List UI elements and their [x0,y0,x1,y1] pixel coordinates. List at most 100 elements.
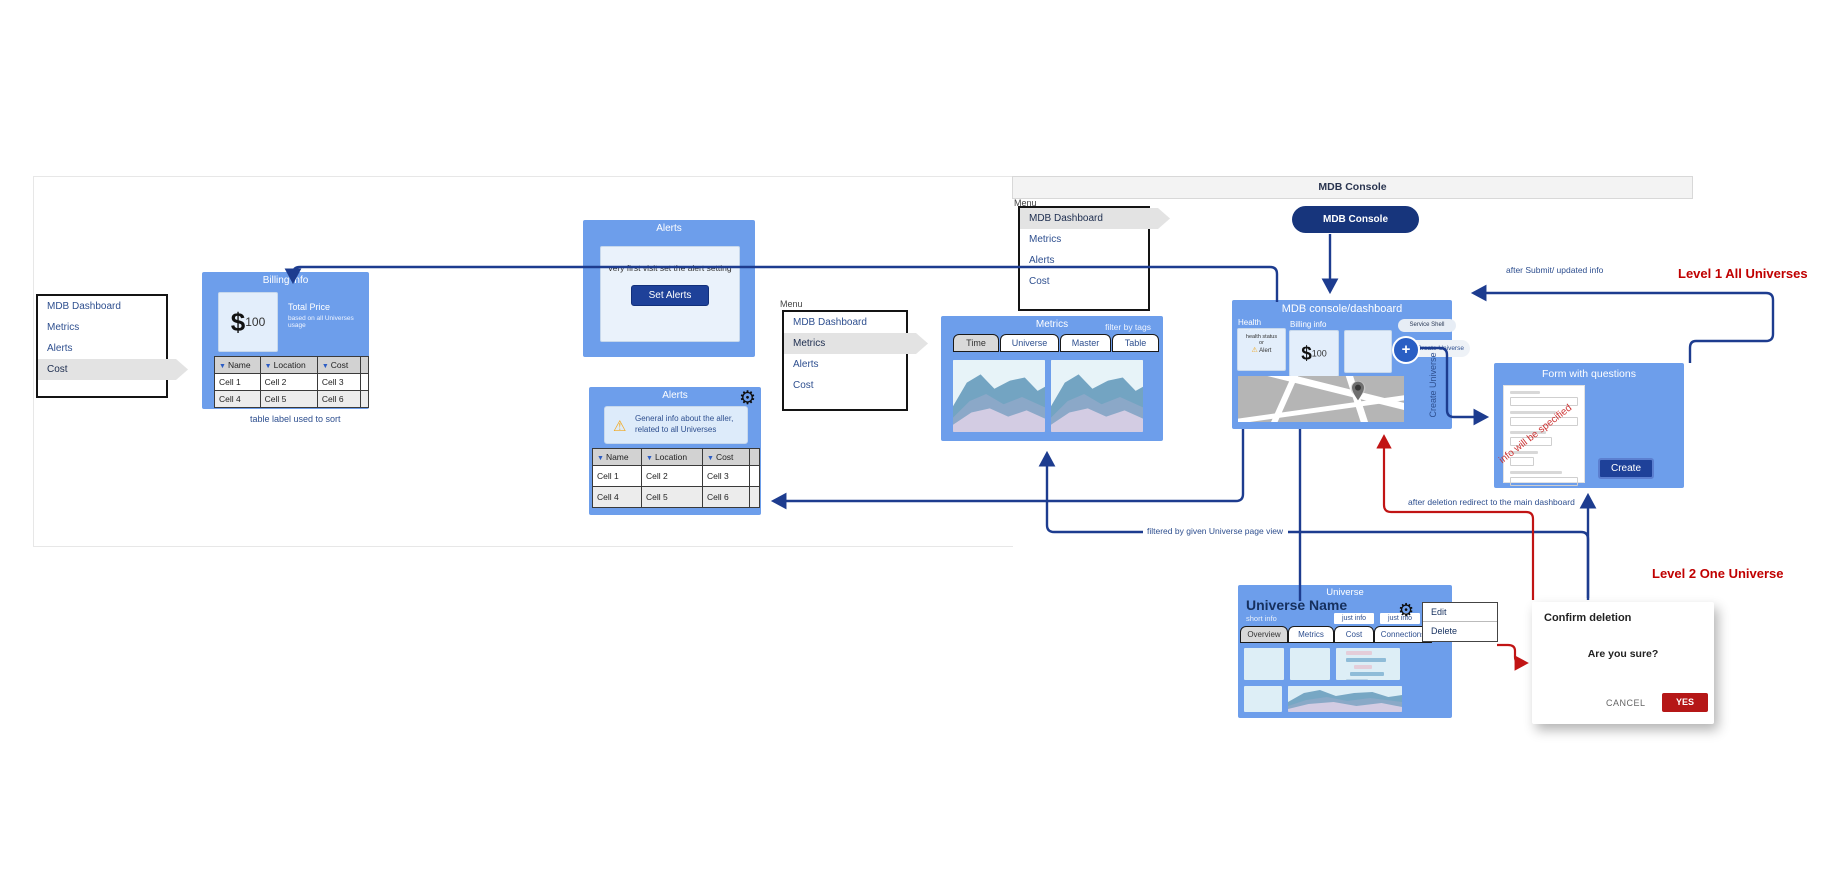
sort-icon: ▼ [597,455,604,462]
universe-thumbnail [1244,686,1282,712]
alerts-col-location[interactable]: ▼Location [641,448,703,466]
dollar-icon: $ [1301,343,1312,365]
sort-icon: ▼ [646,455,653,462]
annotation-after-deletion: after deletion redirect to the main dash… [1408,497,1575,507]
metrics-title: Metrics [1035,319,1069,330]
annotation-level1: Level 1 All Universes [1678,266,1808,281]
menu-left-item-metrics[interactable]: Metrics [47,322,80,333]
billing-price-label: Total Price [288,302,331,312]
warning-icon: ⚠ [1251,347,1258,354]
metrics-chart-thumbnail [953,360,1045,432]
menu-top-item-alerts[interactable]: Alerts [1029,255,1055,266]
create-universe-button-label: Create Universe [1417,345,1464,352]
map-thumbnail [1238,376,1404,422]
tab-time[interactable]: Time [953,334,999,352]
menu-mid-item-cost[interactable]: Cost [793,380,814,391]
billing-box: Billing info $100 Total Price based on a… [202,272,370,409]
annotation-filtered-by: filtered by given Universe page view [1147,526,1284,536]
alerts-table: ▼Name ▼Location ▼Cost Cell 1 Cell 2 Cell… [592,448,760,508]
menu-top: MDB Dashboard Metrics Alerts Cost [1018,206,1150,311]
tab-universe[interactable]: Universe [1000,334,1059,352]
health-or-text: or [1259,340,1264,346]
billing-col-name[interactable]: ▼Name [214,356,261,374]
cell: Cell 3 [702,465,750,487]
billing-price-card: $100 [218,292,278,352]
universe-name: Universe Name [1246,597,1348,613]
map-road [1238,390,1404,422]
tab-universe-metrics[interactable]: Metrics [1288,626,1334,643]
cell [749,465,760,487]
alerts-info-box: Alerts ⚙ ⚠ General info about the aller,… [589,387,761,515]
plus-icon[interactable]: + [1392,336,1420,364]
gear-menu-item-edit[interactable]: Edit [1423,603,1497,622]
billing-amount: 100 [245,315,266,329]
universe-thumbnail [1244,648,1284,680]
cell: Cell 2 [259,373,318,391]
just-info-chip: just info [1334,613,1374,624]
tab-table[interactable]: Table [1112,334,1159,352]
dollar-icon: $ [230,307,246,337]
menu-mid: MDB Dashboard Metrics Alerts Cost [782,310,908,411]
cell [749,486,760,508]
cell: Cell 6 [702,486,750,508]
annotation-level2: Level 2 One Universe [1652,566,1784,581]
alerts-setup-title: Alerts [656,223,682,234]
alerts-col-cost[interactable]: ▼Cost [702,448,750,466]
alerts-setup-card: very first visit set the alert setting S… [600,246,740,342]
menu-top-item-metrics[interactable]: Metrics [1029,234,1062,245]
billing-col-location[interactable]: ▼Location [259,356,318,374]
menu-left-item-mdb-dashboard[interactable]: MDB Dashboard [47,301,121,312]
billing-box-title: Billing info [262,275,309,286]
menu-top-item-mdb-dashboard[interactable]: MDB Dashboard [1020,208,1170,229]
tab-cost[interactable]: Cost [1334,626,1374,643]
sort-icon: ▼ [264,363,272,370]
table-row: Cell 4 Cell 5 Cell 6 [592,486,760,508]
alerts-col-name[interactable]: ▼Name [592,448,642,466]
universe-bar-chart-thumbnail [1336,648,1400,680]
tab-overview[interactable]: Overview [1240,626,1288,643]
service-shell-pill[interactable]: Service Shell [1398,319,1456,332]
create-universe-side-label: Create Universe [1428,352,1438,418]
cell: Cell 5 [641,486,703,508]
alerts-col-tail [749,448,760,466]
universe-thumbnail [1290,648,1330,680]
cell: Cell 4 [214,390,261,408]
create-button[interactable]: Create [1598,458,1654,479]
billing-table-caption: table label used to sort [250,414,341,424]
menu-mid-item-metrics[interactable]: Metrics [784,333,928,354]
table-row: Cell 1 Cell 2 Cell 3 [214,373,370,391]
gear-icon[interactable]: ⚙ [738,388,756,409]
cancel-button[interactable]: CANCEL [1606,698,1646,708]
universe-box: Universe Universe Name short info just i… [1238,585,1452,718]
universe-area-chart-thumbnail [1288,686,1402,712]
menu-top-item-cost[interactable]: Cost [1029,276,1050,287]
mdb-console-pill-button[interactable]: MDB Console [1292,206,1419,233]
warning-icon: ⚠ [613,418,627,435]
menu-left-item-alerts[interactable]: Alerts [47,343,73,354]
cell: Cell 5 [259,390,318,408]
menu-mid-item-alerts[interactable]: Alerts [793,359,819,370]
universe-gear-menu: Edit Delete [1422,602,1498,642]
dialog-message: Are you sure? [1587,648,1659,660]
metrics-box: Metrics filter by tags Time Universe Mas… [941,316,1163,441]
tab-master[interactable]: Master [1060,334,1111,352]
console-dashboard-box: MDB console/dashboard Health health stat… [1232,300,1470,429]
gear-menu-item-delete[interactable]: Delete [1431,626,1458,636]
cell: Cell 4 [592,486,642,508]
cell [359,390,370,408]
menu-mid-item-mdb-dashboard[interactable]: MDB Dashboard [793,317,867,328]
table-row: Cell 4 Cell 5 Cell 6 [214,390,370,408]
menu-left-item-cost[interactable]: Cost [38,359,188,380]
console-billing-label: Billing info [1290,320,1327,329]
table-row: Cell 1 Cell 2 Cell 3 [592,465,760,487]
filter-by-tags-label[interactable]: filter by tags [1105,322,1151,332]
console-empty-card [1344,330,1392,373]
gear-icon[interactable]: ⚙ [1398,600,1415,620]
alerts-info-callout: ⚠ General info about the aller, related … [604,406,748,444]
billing-col-cost[interactable]: ▼Cost [316,356,361,374]
yes-button[interactable]: YES [1662,693,1708,712]
console-dashboard-title: MDB console/dashboard [1281,303,1403,315]
console-header-title: MDB Console [1318,181,1387,193]
set-alerts-button[interactable]: Set Alerts [631,285,709,306]
